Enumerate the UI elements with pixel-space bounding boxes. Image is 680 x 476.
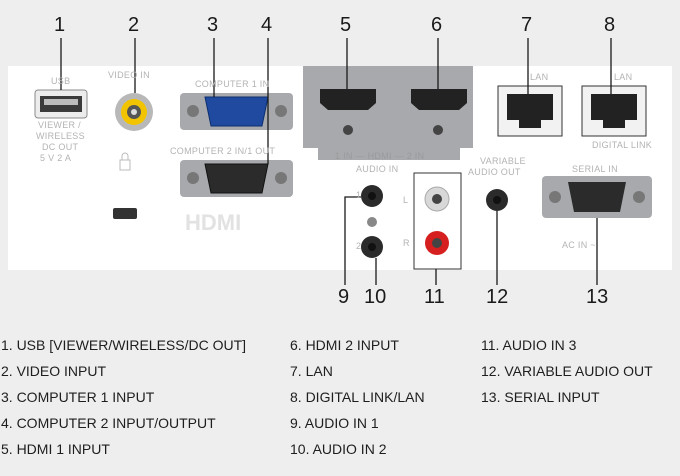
legend-item-3: 3. COMPUTER 1 INPUT: [1, 389, 155, 405]
video-in-label: VIDEO IN: [108, 70, 150, 80]
callout-13: 13: [586, 286, 609, 308]
callout-4: 4: [261, 14, 273, 36]
hdmi-logo-icon: HDMI: [185, 210, 241, 235]
serial-connector-icon: [568, 182, 626, 212]
hdmi-row-label: 1 IN — HDMI — 2 IN: [335, 151, 425, 161]
security-slot: [113, 208, 137, 219]
hdmi-plate: [303, 66, 473, 160]
callout-11: 11: [424, 286, 445, 308]
usb-sublabel-2: WIRELESS: [36, 131, 85, 141]
hdmi1-port-icon: [320, 89, 376, 110]
legend-item-12: 12. VARIABLE AUDIO OUT: [481, 363, 653, 379]
legend-item-9: 9. AUDIO IN 1: [290, 415, 379, 431]
callout-10: 10: [364, 286, 387, 308]
audio-1-label: 1: [356, 190, 362, 200]
leader-lines: [60, 38, 612, 285]
variable-label: VARIABLE: [480, 156, 526, 166]
callout-5: 5: [340, 14, 352, 36]
legend-item-7: 7. LAN: [290, 363, 333, 379]
audio-in-label: AUDIO IN: [356, 164, 399, 174]
callout-9: 9: [338, 286, 350, 308]
callout-1: 1: [54, 14, 66, 36]
ac-in-label: AC IN ~: [562, 240, 596, 250]
computer1-label: COMPUTER 1 IN: [195, 79, 270, 89]
kensington-lock-icon: [119, 152, 131, 171]
legend-item-4: 4. COMPUTER 2 INPUT/OUTPUT: [1, 415, 216, 431]
lan2-label: LAN: [614, 72, 633, 82]
callout-7: 7: [521, 14, 533, 36]
callout-6: 6: [431, 14, 443, 36]
legend-item-8: 8. DIGITAL LINK/LAN: [290, 389, 425, 405]
legend-item-1: 1. USB [VIEWER/WIRELESS/DC OUT]: [1, 337, 247, 353]
usb-sublabel-1: VIEWER /: [38, 120, 81, 130]
legend-item-11: 11. AUDIO IN 3: [481, 337, 577, 353]
legend-item-5: 5. HDMI 1 INPUT: [1, 441, 110, 457]
digital-link-label: DIGITAL LINK: [592, 140, 653, 150]
computer2-label: COMPUTER 2 IN/1 OUT: [170, 146, 276, 156]
usb-sublabel-3: DC OUT: [42, 142, 79, 152]
audio-2-label: 2: [356, 241, 362, 251]
legend-item-10: 10. AUDIO IN 2: [290, 441, 387, 457]
audio-in-3-box: [413, 172, 462, 270]
usb-label: USB: [51, 76, 71, 86]
audio-r-label: R: [403, 238, 410, 248]
legend-item-13: 13. SERIAL INPUT: [481, 389, 600, 405]
vga-blue-connector-icon: [204, 96, 269, 127]
lan-label: LAN: [530, 72, 549, 82]
audio-l-label: L: [403, 195, 409, 205]
lan-jack-icon: [507, 94, 553, 128]
callout-2: 2: [128, 14, 140, 36]
serial-in-label: SERIAL IN: [572, 164, 618, 174]
callout-3: 3: [207, 14, 219, 36]
legend-item-2: 2. VIDEO INPUT: [1, 363, 107, 379]
usb-sublabel-4: 5 V 2 A: [40, 153, 72, 163]
audio-out-label: AUDIO OUT: [468, 167, 521, 177]
callout-8: 8: [604, 14, 616, 36]
callout-12: 12: [486, 286, 509, 308]
vga-black-connector-icon: [204, 163, 269, 194]
digital-link-jack-icon: [591, 94, 637, 128]
legend-item-6: 6. HDMI 2 INPUT: [290, 337, 399, 353]
hdmi2-port-icon: [411, 89, 467, 110]
